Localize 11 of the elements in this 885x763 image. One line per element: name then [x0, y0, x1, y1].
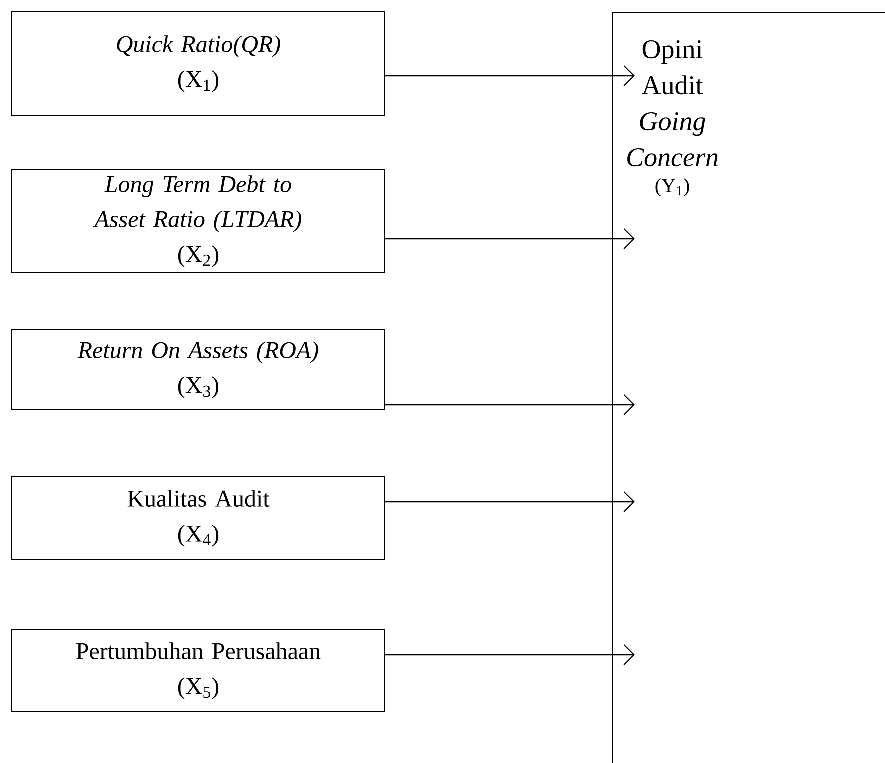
variable-box: Quick Ratio(QR) (X$_{1}$) — [12, 12, 386, 116]
variable-box: Return On Assets (ROA) (X$_{3}$) — [12, 330, 386, 410]
variable-box: Pertumbuhan Perusahaan (X$_{5}$) — [12, 630, 386, 712]
outcome-box: Opini Audit Going Concern (Y$_{1}$) — [612, 12, 885, 763]
variable-box: Long Term Debt to Asset Ratio (LTDAR) (X$_{2}$) — [12, 170, 386, 274]
arrow — [386, 644, 635, 666]
arrow — [386, 394, 635, 416]
arrow — [386, 66, 635, 86]
arrow — [386, 492, 635, 512]
variable-box: Kualitas Audit (X$_{4}$) — [12, 476, 386, 560]
arrow — [386, 228, 635, 250]
